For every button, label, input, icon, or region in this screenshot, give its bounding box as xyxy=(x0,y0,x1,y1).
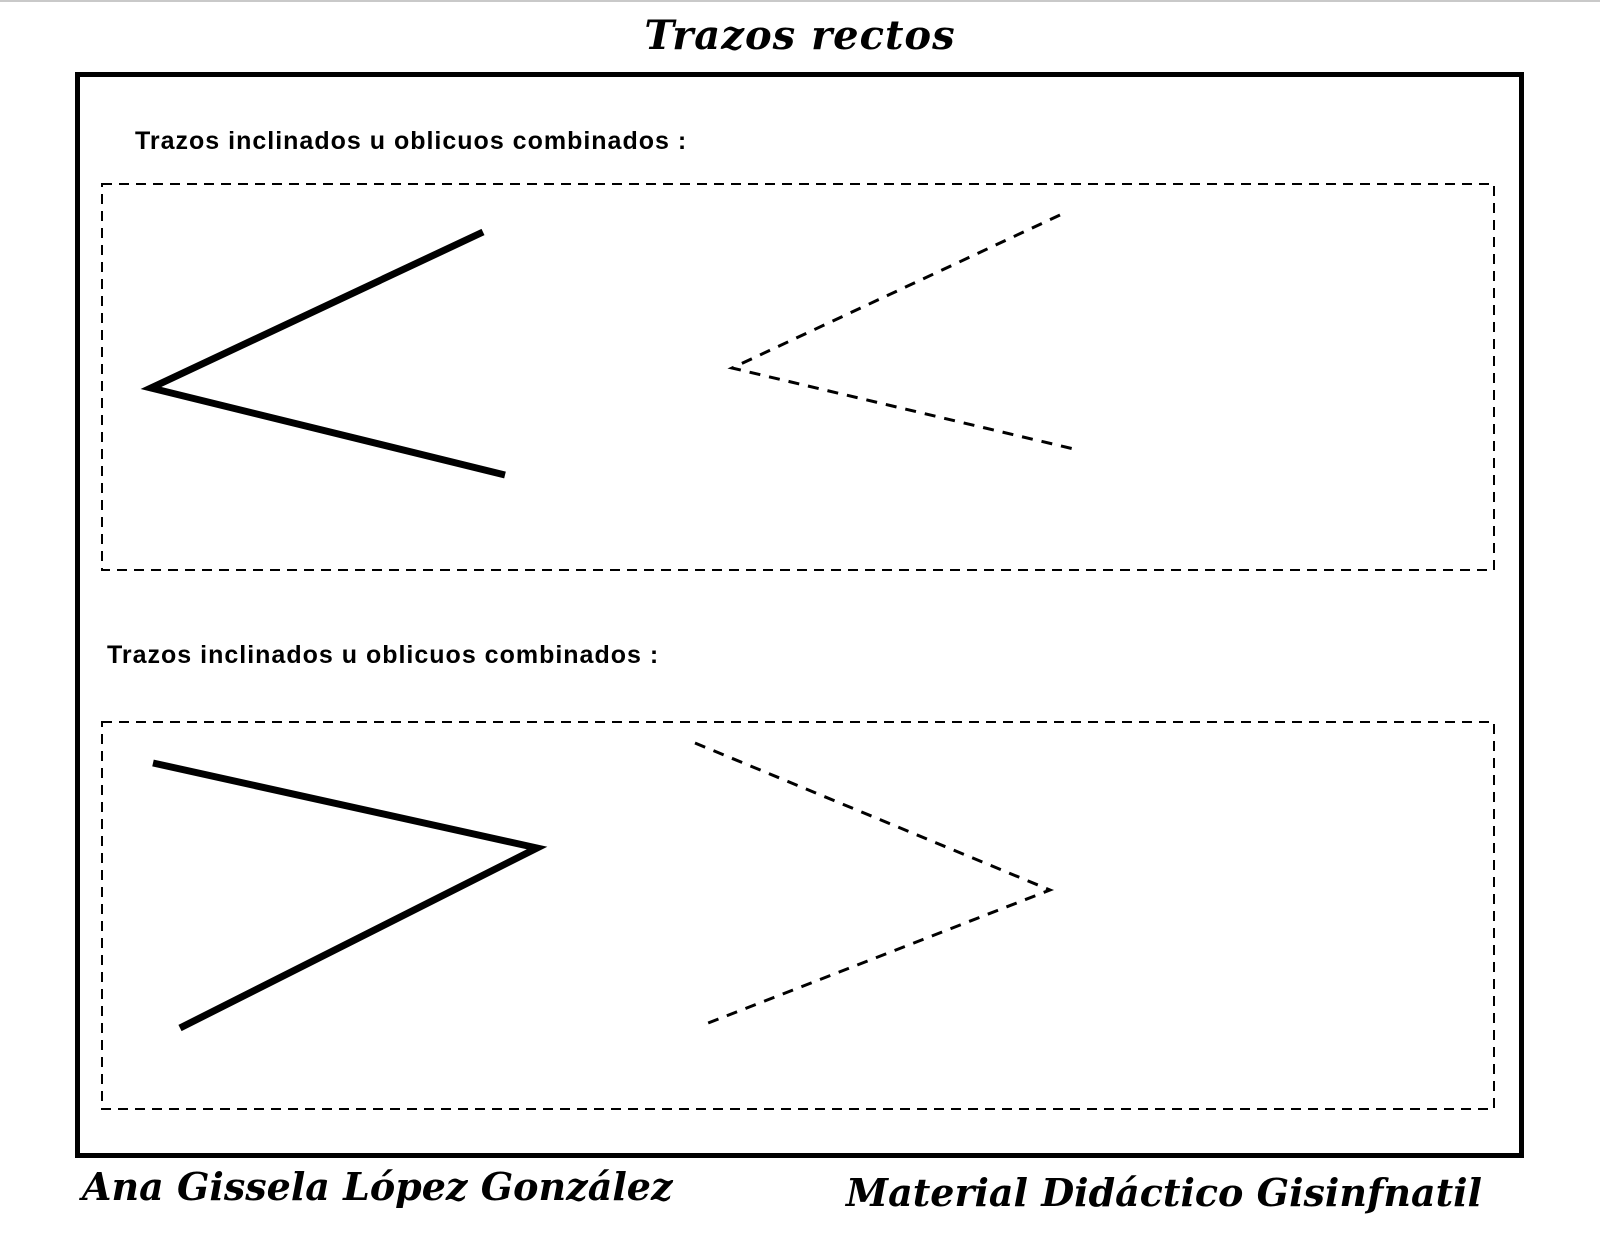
section-1-label: Trazos inclinados u oblicuos combinados … xyxy=(135,127,688,155)
solid-chevron-left xyxy=(140,228,506,479)
section-1-practice-box xyxy=(101,183,1495,571)
dashed-chevron-right xyxy=(694,741,1055,1027)
brand-credit: Material Didáctico Gisinfnatil xyxy=(846,1170,1482,1215)
dashed-border-box-2 xyxy=(101,721,1495,1110)
section-2-practice-box xyxy=(101,721,1495,1110)
section-2-label: Trazos inclinados u oblicuos combinados … xyxy=(107,641,660,669)
dashed-chevron-left xyxy=(727,213,1079,452)
page-title: Trazos rectos xyxy=(644,12,956,59)
worksheet-frame xyxy=(75,72,1524,1158)
author-credit: Ana Gissela López González xyxy=(82,1164,673,1209)
solid-chevron-right xyxy=(152,759,548,1032)
scan-edge-artifact xyxy=(0,0,1600,2)
dashed-border-box-1 xyxy=(101,183,1495,571)
